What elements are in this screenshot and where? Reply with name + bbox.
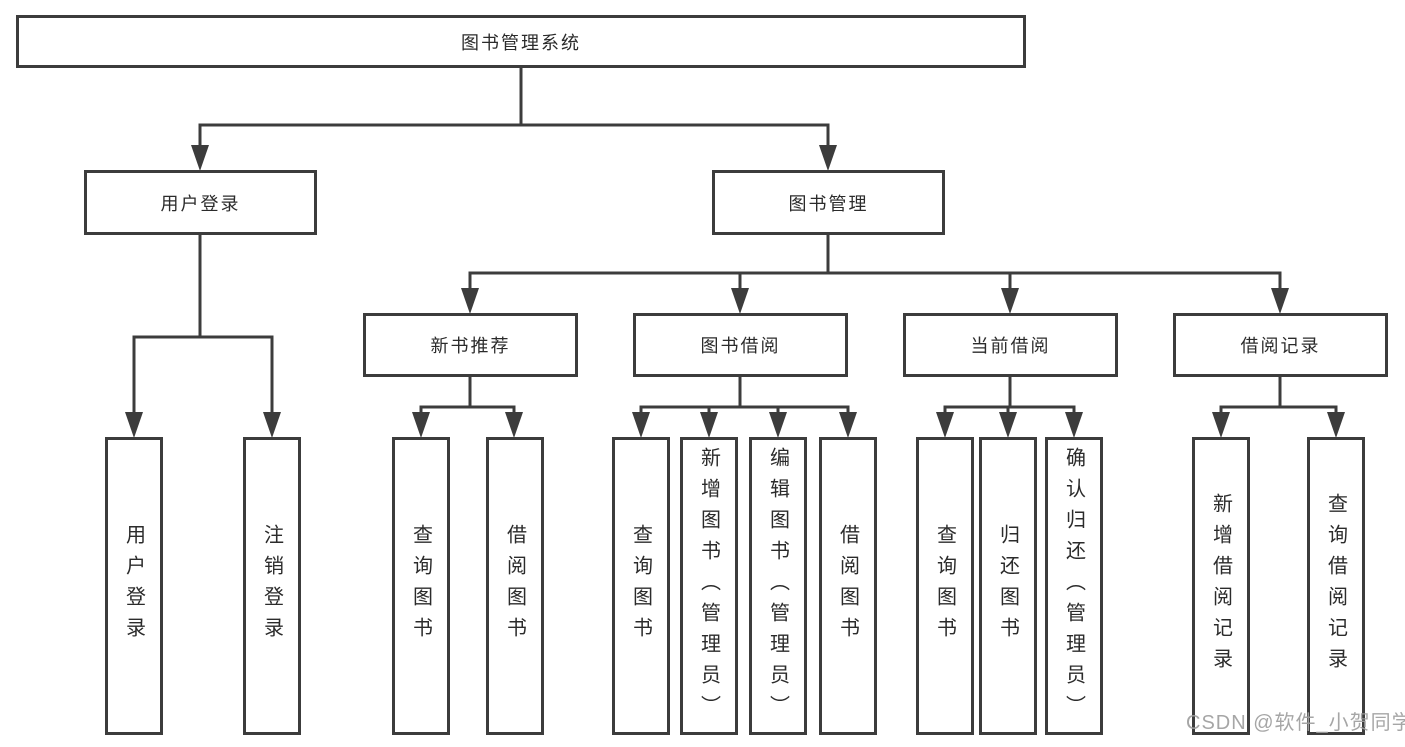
connector-root-to-level2 [191,66,837,171]
arrowhead [936,412,954,438]
arrowhead [125,412,143,438]
node-label: 图书管理系统 [461,32,581,53]
node-borrow-records: 借阅记录 [1173,313,1388,377]
leaf-return-books: 归还图书 [979,437,1037,735]
arrowhead [700,412,718,438]
leaf-edit-books-admin: 编辑图书（管理员） [749,437,807,735]
node-label: 归还图书 [996,524,1019,648]
arrowhead [731,288,749,314]
node-label: 图书管理 [788,193,869,214]
csdn-watermark: CSDN @软件_小贺同学 [1186,712,1405,734]
leaf-user-login: 用户登录 [105,437,163,735]
arrowhead [632,412,650,438]
connector-user-login-children [125,233,281,438]
arrowhead [1065,412,1083,438]
node-label: 新书推荐 [430,336,511,356]
node-label: 新增图书（管理员） [697,446,720,726]
node-label: 确认归还（管理员） [1062,446,1085,726]
node-label: 注销登录 [260,524,283,648]
node-label: 编辑图书（管理员） [766,446,789,726]
node-label: 用户登录 [122,524,145,648]
node-label: 查询借阅记录 [1324,493,1347,679]
node-label: 用户登录 [160,193,241,214]
connector-new-book-children [412,375,523,438]
connector-book-borrow-children [632,375,857,438]
arrowhead [1001,288,1019,314]
arrowhead [819,145,837,171]
arrowhead [999,412,1017,438]
node-label: 借阅记录 [1240,336,1321,356]
arrowhead [769,412,787,438]
leaf-query-books-newbook: 查询图书 [392,437,450,735]
arrowhead [461,288,479,314]
node-label: 当前借阅 [970,336,1051,356]
leaf-confirm-return-admin: 确认归还（管理员） [1045,437,1103,735]
node-label: 查询图书 [409,524,432,648]
arrowhead [263,412,281,438]
arrowhead [1271,288,1289,314]
leaf-logout: 注销登录 [243,437,301,735]
arrowhead [839,412,857,438]
leaf-add-borrow-record: 新增借阅记录 [1192,437,1250,735]
arrowhead [505,412,523,438]
node-new-book-recommend: 新书推荐 [363,313,578,377]
leaf-add-books-admin: 新增图书（管理员） [680,437,738,735]
connector-book-mgmt-children [461,233,1289,314]
arrowhead [412,412,430,438]
arrowhead [1327,412,1345,438]
node-label: 新增借阅记录 [1209,493,1232,679]
node-root-library-system: 图书管理系统 [16,15,1026,68]
node-label: 借阅图书 [836,524,859,648]
node-book-borrowing: 图书借阅 [633,313,848,377]
leaf-query-books-current: 查询图书 [916,437,974,735]
leaf-borrow-books-newbook: 借阅图书 [486,437,544,735]
node-book-management: 图书管理 [712,170,945,235]
node-label: 查询图书 [933,524,956,648]
arrowhead [1212,412,1230,438]
node-label: 借阅图书 [503,524,526,648]
leaf-borrow-books-borrowing: 借阅图书 [819,437,877,735]
connector-borrow-records-children [1212,375,1345,438]
leaf-query-books-borrowing: 查询图书 [612,437,670,735]
node-user-login: 用户登录 [84,170,317,235]
leaf-query-borrow-record: 查询借阅记录 [1307,437,1365,735]
node-label: 图书借阅 [700,336,781,356]
node-label: 查询图书 [629,524,652,648]
node-current-borrowing: 当前借阅 [903,313,1118,377]
connector-current-borrow-children [936,375,1083,438]
arrowhead [191,145,209,171]
